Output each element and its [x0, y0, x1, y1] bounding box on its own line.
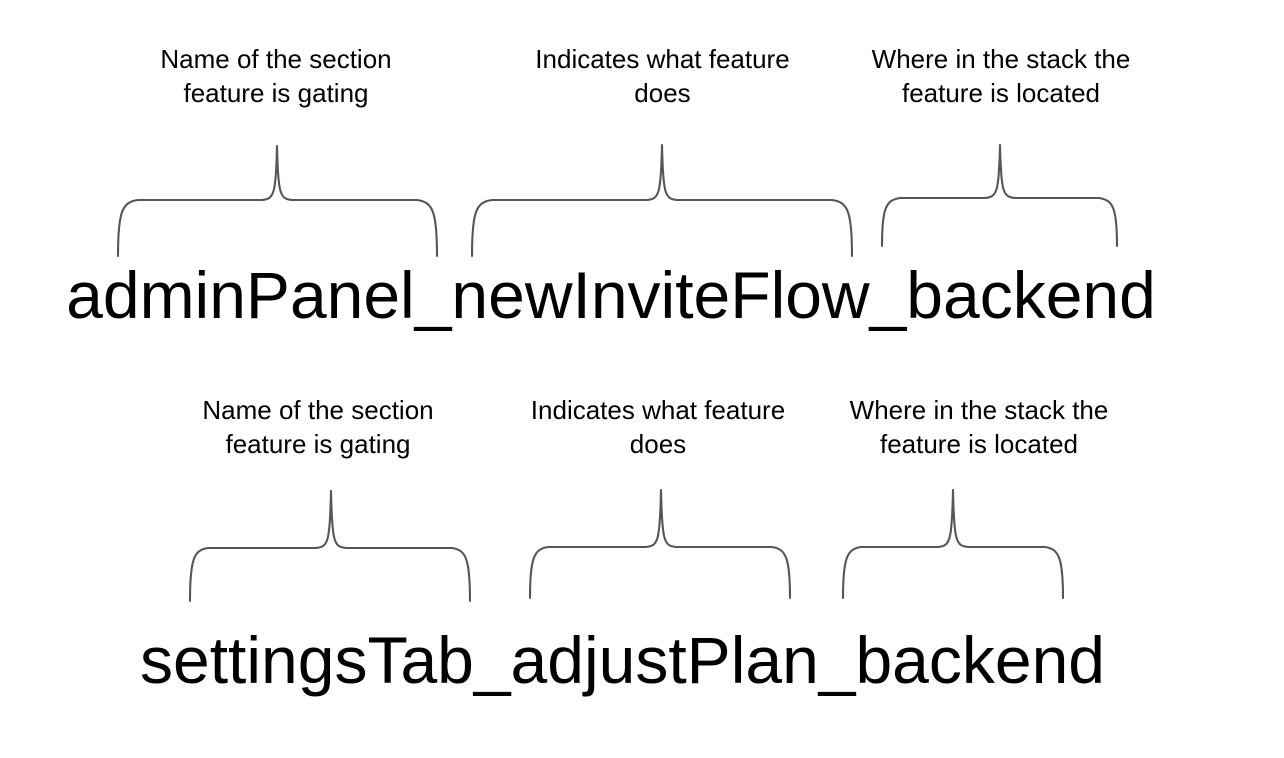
caption-row2-segment3-line1: Where in the stack the: [849, 395, 1109, 425]
curly-brace-icon-row2-segment1: [188, 489, 472, 603]
caption-row2-segment1: Name of the section feature is gating: [160, 393, 476, 462]
caption-row2-segment1-line2: feature is gating: [225, 429, 411, 460]
feature-flag-name-row-1: adminPanel_newInviteFlow_backend: [66, 258, 1156, 332]
caption-row2-segment2-line1: Indicates what feature: [530, 395, 786, 425]
caption-row1-segment1: Name of the section feature is gating: [100, 42, 452, 111]
caption-row1-segment2-line2: does: [634, 78, 691, 109]
caption-row2-segment3-line2: feature is located: [879, 429, 1078, 460]
caption-row1-segment1-line2: feature is gating: [183, 78, 369, 109]
caption-row1-segment2-line1: Indicates what feature: [535, 44, 790, 74]
feature-flag-name-row-2: settingsTab_adjustPlan_backend: [139, 623, 1106, 697]
caption-row2-segment2: Indicates what feature does: [500, 393, 816, 462]
curly-brace-icon-row2-segment2: [528, 488, 792, 600]
caption-row1-segment1-line1: Name of the section: [160, 44, 392, 74]
curly-brace-icon-row1-segment2: [470, 143, 854, 258]
caption-row2-segment2-line2: does: [629, 429, 687, 460]
caption-row1-segment2: Indicates what feature does: [500, 42, 825, 111]
curly-brace-icon-row1-segment3: [880, 143, 1119, 248]
curly-brace-icon-row2-segment3: [841, 488, 1065, 600]
caption-row1-segment3-line2: feature is located: [901, 78, 1100, 109]
caption-row2-segment3: Where in the stack the feature is locate…: [826, 393, 1132, 462]
caption-row1-segment3-line1: Where in the stack the: [871, 44, 1131, 74]
curly-brace-icon-row1-segment1: [116, 144, 439, 258]
caption-row1-segment3: Where in the stack the feature is locate…: [846, 42, 1156, 111]
caption-row2-segment1-line1: Name of the section: [202, 395, 434, 425]
